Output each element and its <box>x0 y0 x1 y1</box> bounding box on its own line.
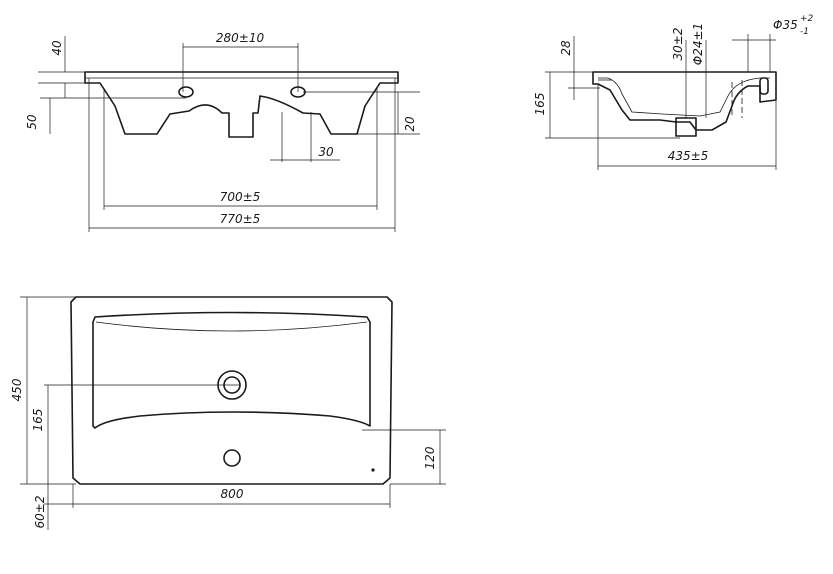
dim-top-depth: 450 <box>10 378 24 401</box>
top-bowl-outline <box>92 311 371 429</box>
dim-side-depth: 435±5 <box>668 149 709 163</box>
dim-offset-30: 30 <box>318 145 334 159</box>
top-small-dot <box>371 468 375 472</box>
dim-lower-offset: 20 <box>403 116 417 132</box>
side-inner-profile <box>598 77 770 117</box>
dim-overflow-tol-lower: -1 <box>800 27 809 37</box>
dim-side-height: 165 <box>533 93 547 116</box>
top-view: 450 165 120 800 60±2 <box>10 296 446 530</box>
dim-overall-height: 50 <box>25 114 39 130</box>
dim-top-thickness: 40 <box>50 40 64 56</box>
dim-drain-diameter: Φ24±1 <box>691 23 705 65</box>
dim-outer-width: 770±5 <box>220 212 261 226</box>
side-basin-outline <box>592 71 777 131</box>
front-tap-hole-left <box>178 86 194 98</box>
dim-back-offset: 60±2 <box>33 496 47 529</box>
front-view: 280±10 40 50 20 30 700±5 770±5 <box>25 31 420 232</box>
dim-drain-height: 30±2 <box>671 28 685 61</box>
front-basin-outline <box>84 71 399 138</box>
dim-inner-width: 700±5 <box>220 190 261 204</box>
dim-overflow-diameter: Φ35 <box>773 18 798 32</box>
side-view: 28 165 435±5 30±2 Φ24±1 Φ35 +2 -1 <box>533 14 814 170</box>
dim-tap-spacing: 280±10 <box>216 31 265 45</box>
dim-rim-height: 28 <box>559 40 573 56</box>
dim-tap-offset: 120 <box>423 446 437 469</box>
dim-overflow-tol-upper: +2 <box>800 14 814 24</box>
dim-top-width: 800 <box>221 487 244 501</box>
side-overflow <box>759 77 769 95</box>
top-bowl-inner-line <box>95 321 368 332</box>
top-tap-hole <box>223 449 241 467</box>
dim-drain-offset: 165 <box>31 409 45 432</box>
top-outer-outline <box>70 296 393 485</box>
